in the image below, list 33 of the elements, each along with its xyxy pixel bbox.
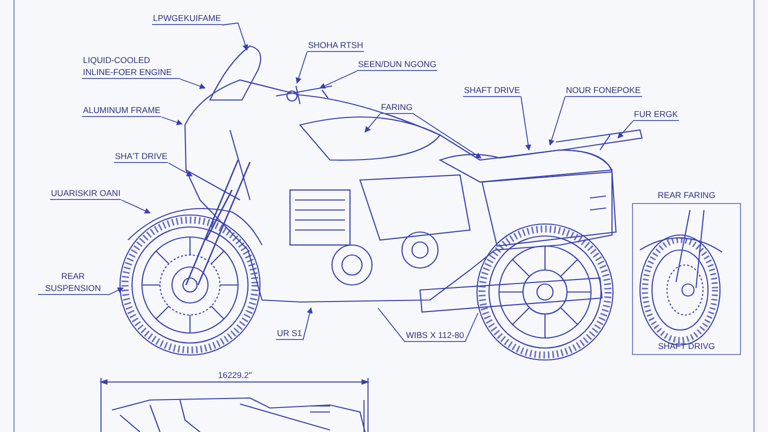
- dimension-label: 16229.2": [218, 370, 252, 380]
- leader-line: [222, 22, 248, 51]
- leader-line: [548, 96, 566, 146]
- leader-line: [413, 114, 482, 158]
- leader-line: [121, 200, 151, 214]
- callout-label: SHA'T DRIVE: [114, 150, 168, 163]
- leader-line: [464, 312, 478, 342]
- callout-label: UUARISKIR OANI: [50, 187, 122, 200]
- callout-label: SEEN/DUN NGONG: [357, 58, 438, 71]
- leader-line: [302, 307, 313, 340]
- callout-label: FUR ERGK: [633, 108, 679, 121]
- callout-label: FARING: [380, 101, 414, 114]
- callout-label: SHAFT DRIVE: [463, 84, 522, 97]
- callout-label: UR S1: [276, 327, 304, 340]
- leader-line: [378, 308, 406, 342]
- leader-line: [296, 52, 308, 84]
- leader-line: [108, 288, 124, 296]
- inset-caption: SHAFT DRIVG: [657, 341, 716, 351]
- inset-heading: REAR FARING: [656, 190, 716, 200]
- leader-line: [618, 120, 634, 139]
- callout-label: SHOHA RTSH: [307, 39, 364, 52]
- leader-line: [168, 162, 193, 176]
- leader-line: [180, 78, 206, 90]
- callout-label: ALUMINUM FRAME: [82, 104, 162, 117]
- callout-label: LPWGEKUIFAME: [152, 12, 222, 25]
- leader-line: [520, 96, 532, 151]
- callout-label: REAR SUSPENSION: [38, 270, 108, 295]
- callout-label: WIBS X 112-80: [405, 329, 465, 342]
- callout-label: LIQUID-COOLED INLINE-FOER ENGINE: [82, 54, 180, 79]
- callout-label: NOUR FONEPOKE: [565, 84, 642, 97]
- leader-line: [364, 114, 380, 133]
- leader-line: [319, 70, 358, 89]
- leader-line: [161, 116, 183, 126]
